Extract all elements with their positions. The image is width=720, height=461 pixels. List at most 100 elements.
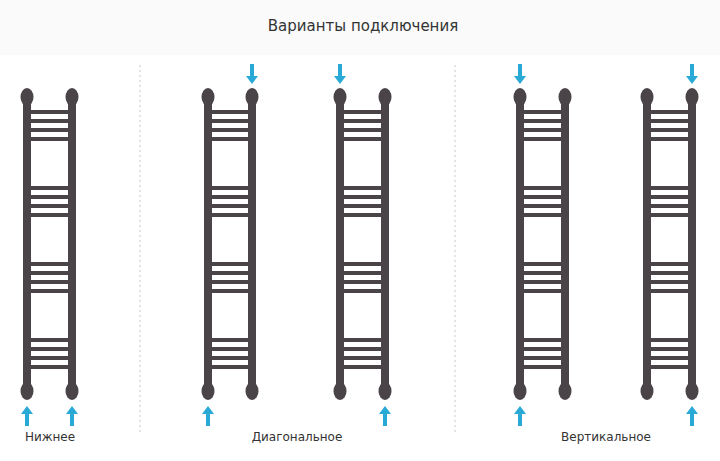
- radiator-bar: [340, 195, 385, 199]
- radiator-bar: [520, 289, 565, 293]
- separator-line: [140, 65, 141, 435]
- radiator-bar: [647, 338, 692, 342]
- radiator-rail: [381, 92, 389, 396]
- radiator-bar: [520, 137, 565, 141]
- radiator-bar: [208, 347, 252, 351]
- flow-arrow-head: [514, 76, 526, 84]
- radiator-cap: [641, 382, 654, 400]
- radiator-bar: [340, 289, 385, 293]
- radiator-bar: [208, 195, 252, 199]
- radiator-bar: [647, 119, 692, 123]
- flow-arrow-head: [66, 406, 78, 414]
- radiator-bar: [27, 128, 72, 132]
- radiator-bar: [647, 195, 692, 199]
- connection-type-label: Диагональное: [252, 430, 343, 444]
- radiator-cap: [334, 382, 347, 400]
- radiator: [514, 64, 572, 426]
- radiator-rail: [68, 92, 76, 396]
- flow-arrow-head: [21, 406, 33, 414]
- radiator-bar: [647, 186, 692, 190]
- radiator-bar: [27, 213, 72, 217]
- radiator-bar: [647, 289, 692, 293]
- radiator-bar: [208, 365, 252, 369]
- radiator-bar: [208, 262, 252, 266]
- radiator-bar: [340, 186, 385, 190]
- radiator-bar: [647, 271, 692, 275]
- radiator-bar: [208, 356, 252, 360]
- radiator-bar: [27, 186, 72, 190]
- flow-arrow: [70, 414, 74, 426]
- radiator-bar: [27, 365, 72, 369]
- radiator-bar: [340, 338, 385, 342]
- radiator-cap: [246, 382, 259, 400]
- radiator-rail: [561, 92, 569, 396]
- radiator-cap: [379, 382, 392, 400]
- radiator-bar: [208, 137, 252, 141]
- flow-arrow-head: [246, 76, 258, 84]
- radiator-rail: [643, 92, 651, 396]
- radiator-cap: [559, 88, 572, 106]
- radiator-bar: [208, 128, 252, 132]
- radiator-cap: [246, 88, 259, 106]
- radiator-bar: [647, 204, 692, 208]
- radiator: [21, 88, 79, 426]
- radiator-bar: [647, 262, 692, 266]
- radiator-bar: [520, 356, 565, 360]
- radiator-bar: [520, 195, 565, 199]
- flow-arrow: [518, 64, 522, 76]
- radiator-bar: [520, 280, 565, 284]
- flow-arrow-head: [202, 406, 214, 414]
- radiator-cap: [514, 88, 527, 106]
- radiator-bar: [27, 195, 72, 199]
- radiator-bar: [340, 271, 385, 275]
- radiator-bar: [27, 338, 72, 342]
- radiator-bar: [520, 119, 565, 123]
- radiator-bar: [27, 289, 72, 293]
- title-band: [0, 0, 720, 55]
- radiator-cap: [686, 382, 699, 400]
- flow-arrow-head: [686, 406, 698, 414]
- radiator-bar: [208, 204, 252, 208]
- radiator-bar: [520, 110, 565, 114]
- radiator-cap: [686, 88, 699, 106]
- flow-arrow: [383, 414, 387, 426]
- radiator-bar: [520, 347, 565, 351]
- flow-arrow: [690, 64, 694, 76]
- radiator-bar: [520, 338, 565, 342]
- radiator-bar: [647, 128, 692, 132]
- flow-arrow-head: [686, 76, 698, 84]
- radiator-bar: [27, 110, 72, 114]
- radiator-cap: [559, 382, 572, 400]
- radiator-cap: [66, 88, 79, 106]
- radiator-cap: [202, 382, 215, 400]
- radiator-bar: [647, 347, 692, 351]
- radiator-rail: [23, 92, 31, 396]
- radiator-bar: [520, 204, 565, 208]
- radiator-bar: [520, 271, 565, 275]
- radiator-bar: [27, 119, 72, 123]
- radiator-bar: [520, 365, 565, 369]
- radiator-bar: [520, 186, 565, 190]
- radiator-bar: [340, 347, 385, 351]
- radiator-bar: [27, 347, 72, 351]
- radiator-bar: [208, 213, 252, 217]
- flow-arrow: [518, 414, 522, 426]
- radiator-bar: [27, 137, 72, 141]
- radiator-bar: [27, 271, 72, 275]
- radiator-bar: [208, 338, 252, 342]
- radiator-bar: [208, 289, 252, 293]
- flow-arrow: [250, 64, 254, 76]
- radiator-bar: [208, 110, 252, 114]
- radiator-cap: [21, 88, 34, 106]
- radiator-cap: [379, 88, 392, 106]
- radiator-rail: [688, 92, 696, 396]
- radiator-bar: [27, 204, 72, 208]
- radiator-bar: [647, 110, 692, 114]
- radiator-cap: [66, 382, 79, 400]
- radiator-bar: [340, 213, 385, 217]
- radiator-bar: [208, 280, 252, 284]
- radiator-cap: [202, 88, 215, 106]
- diagram-title: Варианты подключения: [268, 17, 458, 35]
- radiator-bar: [208, 271, 252, 275]
